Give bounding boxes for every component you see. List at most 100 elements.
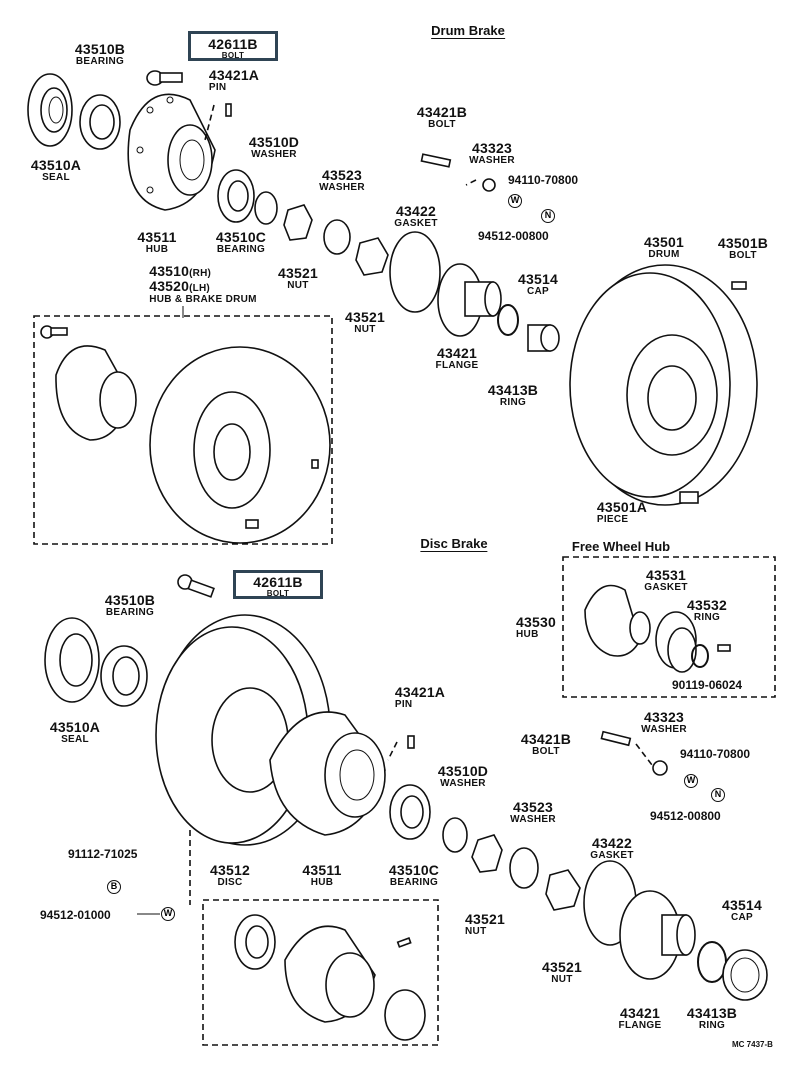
code-label[interactable]: 90119-06024 (672, 678, 743, 692)
freewheel-heading: Free Wheel Hub (571, 539, 671, 554)
ring-part (697, 941, 727, 983)
nut-part (283, 204, 313, 241)
stud-part (420, 153, 452, 168)
nut-part (471, 834, 503, 873)
washer-part (442, 817, 468, 853)
w-symbol: W (684, 774, 698, 788)
n-symbol: N (541, 209, 555, 223)
cap-part (722, 949, 768, 1001)
highlight-box-bottom (233, 570, 323, 599)
assembly-drawing (40, 325, 331, 544)
n-symbol: N (711, 788, 725, 802)
ring-part (497, 304, 519, 336)
part-label-bolt-top[interactable]: 42611B BOLT (208, 37, 257, 60)
bolt-part (177, 574, 215, 598)
disc-brake-heading: Disc Brake (420, 536, 488, 553)
bearing-part (217, 169, 255, 223)
gasket-part (389, 231, 441, 313)
code-label[interactable]: 94512-01000 (40, 908, 111, 922)
piece-part (679, 491, 699, 504)
code-label[interactable]: 94110-70800 (508, 173, 579, 187)
assembly-label[interactable]: 43510(RH) 43520(LH) HUB & BRAKE DRUM (149, 263, 257, 305)
bearing-part (100, 645, 148, 707)
nut-part (545, 869, 581, 911)
part-name: BOLT (221, 51, 245, 60)
washer-part (652, 760, 668, 776)
pin-part (225, 103, 232, 117)
freewheel-drawing (584, 584, 731, 673)
w-symbol: W (161, 907, 175, 921)
part-label-bolt-bottom[interactable]: 42611B BOLT (253, 575, 302, 598)
seal-part (44, 617, 100, 703)
code-label[interactable]: 94110-70800 (680, 747, 751, 761)
code-label[interactable]: 94512-00800 (478, 229, 549, 243)
part-number: 42611B (253, 574, 303, 590)
bolt-part (146, 70, 183, 86)
washer-part (482, 178, 496, 192)
washer-part (323, 219, 351, 255)
pin-part (407, 735, 415, 749)
cap-part (527, 324, 560, 352)
drum-brake-heading: Drum Brake (431, 23, 505, 40)
freewheel-box (562, 556, 776, 698)
drum-part (569, 264, 758, 506)
bearing-part (389, 784, 431, 840)
washer-part (254, 191, 278, 225)
assembly-box (33, 315, 333, 545)
washer-part (509, 847, 539, 889)
hub-part (127, 93, 216, 211)
w-symbol: W (508, 194, 522, 208)
flange-part (619, 890, 696, 980)
bolt-part (731, 281, 747, 290)
part-name: BOLT (266, 589, 290, 598)
part-number: 42611B (208, 36, 258, 52)
code-label[interactable]: 94512-00800 (650, 809, 721, 823)
code-label[interactable]: 91112-71025 (68, 847, 138, 861)
hub-assembly-drawing (234, 914, 426, 1041)
flange-part (437, 263, 502, 337)
bearing-part (79, 94, 121, 150)
highlight-box-top (188, 31, 278, 61)
footer-code: MC 7437-B (732, 1040, 773, 1049)
stud-part (600, 730, 632, 747)
seal-part (27, 73, 73, 147)
